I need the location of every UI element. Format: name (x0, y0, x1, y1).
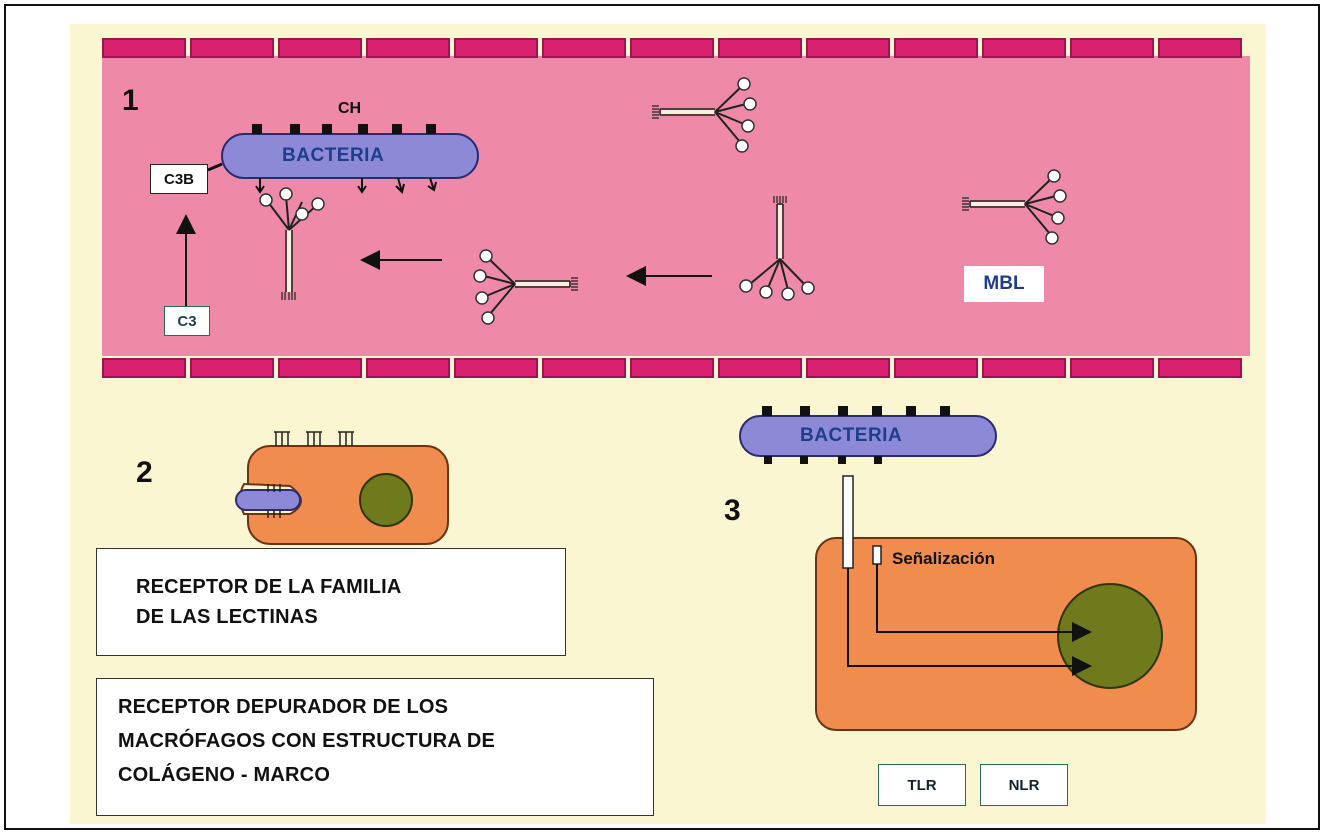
marco-receptor-box (96, 678, 654, 816)
lectin-receptor-box (96, 548, 566, 656)
bacteria-top-label: BACTERIA (282, 145, 385, 166)
ch-label: CH (338, 100, 362, 117)
mbl-molecule-free-4 (739, 195, 815, 301)
nlr-box: NLR (980, 764, 1068, 806)
macrophage-lectin-receptor (235, 431, 449, 545)
tlr-label: TLR (907, 776, 937, 794)
macrophage-signaling (815, 475, 1197, 731)
endothelium-bottom (102, 358, 1242, 378)
blood-vessel-lumen (102, 56, 1250, 356)
nlr-label: NLR (1008, 776, 1040, 794)
panel-number-2: 2 (136, 456, 153, 489)
senalizacion-label: Señalización (892, 549, 995, 568)
mbl-box: MBL (964, 266, 1044, 302)
bacteria-bottom-label: BACTERIA (800, 425, 903, 446)
mbl-bound-bacteria (259, 187, 325, 300)
tlr-box: TLR (878, 764, 966, 806)
marco-receptor-text: RECEPTOR DEPURADOR DE LOS MACRÓFAGOS CON… (118, 696, 496, 786)
panel-number-3: 3 (724, 494, 741, 527)
c3b-box: C3B (150, 164, 208, 194)
endothelium-top (102, 38, 1242, 58)
mbl-molecule-free-1 (651, 77, 757, 153)
lectin-receptor-text: RECEPTOR DE LA FAMILIA DE LAS LECTINAS (136, 576, 402, 628)
c3-label: C3 (177, 312, 197, 330)
mbl-molecule-free-3 (473, 249, 579, 325)
panel-number-1: 1 (122, 84, 139, 117)
bacteria-top (207, 124, 479, 194)
c3-box: C3 (164, 306, 210, 336)
c3b-label: C3B (163, 170, 194, 188)
mbl-molecule-free-2 (961, 169, 1067, 245)
mbl-label: MBL (983, 273, 1025, 294)
bacteria-bottom (739, 406, 997, 464)
